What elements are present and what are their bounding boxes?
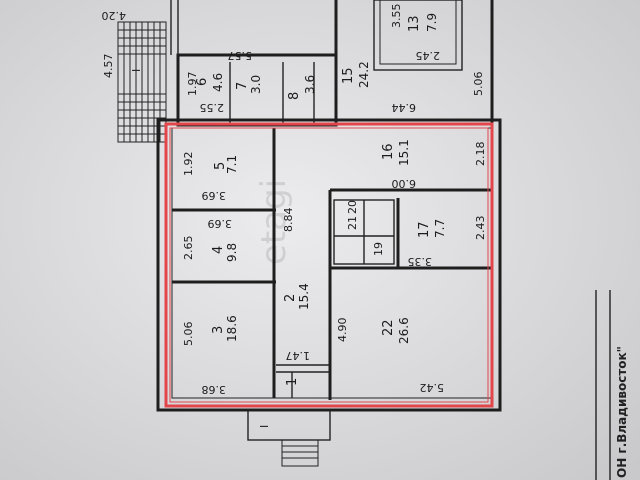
stair-top bbox=[117, 21, 167, 143]
dim-2-55: 2.55 bbox=[200, 101, 225, 114]
room-4-width: 3.69 bbox=[208, 217, 233, 230]
left-dimension: 4.57 bbox=[102, 54, 115, 79]
room-17-width: 3.35 bbox=[408, 255, 433, 268]
room-5-height: 1.92 bbox=[182, 152, 195, 177]
room-3-number: 3 bbox=[211, 326, 226, 334]
stamp-text: ОН г.Владивосток" bbox=[615, 346, 629, 478]
room-5-number: 5 bbox=[213, 162, 228, 170]
room-7-area: 3.0 bbox=[249, 75, 263, 94]
top-dimension: 4.20 bbox=[102, 9, 127, 22]
room-8-number: 8 bbox=[287, 92, 302, 100]
room-22-height: 4.90 bbox=[336, 318, 349, 343]
room-22-width: 5.42 bbox=[420, 381, 445, 394]
dim-5-57: 5.57 bbox=[228, 49, 253, 62]
room-2-height: 8.84 bbox=[282, 208, 295, 233]
stair-mark-bottom: I bbox=[258, 425, 271, 428]
room-4-number: 4 bbox=[211, 246, 226, 254]
room-1-width: 1.47 bbox=[286, 349, 311, 362]
apartment-walls bbox=[156, 118, 502, 412]
labels: 4.20 4.57 I I 5.57 1.97 6 4.6 2.55 7 3.0… bbox=[102, 4, 488, 429]
room-22-number: 22 bbox=[381, 319, 396, 336]
room-6-height: 1.97 bbox=[186, 72, 199, 97]
room-13-height: 3.55 bbox=[390, 4, 403, 29]
room-17-height: 2.43 bbox=[474, 216, 487, 241]
room-3-width: 3.68 bbox=[202, 383, 227, 396]
room-5-area: 7.1 bbox=[225, 155, 239, 174]
room-19-number: 19 bbox=[372, 242, 385, 256]
stair-mark-top: I bbox=[130, 69, 143, 72]
room-17-area: 7.7 bbox=[433, 219, 447, 238]
room-3-area: 18.6 bbox=[225, 315, 239, 342]
apartment-highlight-inner bbox=[169, 127, 489, 403]
room-1-number: 1 bbox=[285, 378, 300, 386]
room-4-height: 2.65 bbox=[182, 236, 195, 261]
room-15-number: 15 bbox=[341, 67, 356, 84]
room-13-width: 2.45 bbox=[416, 49, 441, 62]
stamp: ОН г.Владивосток" bbox=[595, 290, 629, 480]
room-7-number: 7 bbox=[235, 82, 250, 90]
room-16-area: 15.1 bbox=[397, 139, 411, 166]
room-2-number: 2 bbox=[283, 294, 298, 302]
dim-5-06-top: 5.06 bbox=[472, 72, 485, 97]
room-15-area: 24.2 bbox=[357, 61, 371, 88]
dim-6-44: 6.44 bbox=[392, 101, 417, 114]
room-5-width: 3.69 bbox=[202, 189, 227, 202]
room-20-number: 20 bbox=[346, 200, 359, 214]
room-6-area: 4.6 bbox=[211, 73, 225, 92]
room-16-number: 16 bbox=[381, 143, 396, 160]
room-3-height: 5.06 bbox=[182, 322, 195, 347]
room-13-area: 7.9 bbox=[425, 13, 439, 32]
room-16-width: 6.00 bbox=[392, 177, 417, 190]
apartment-highlight bbox=[164, 122, 494, 408]
room-21-number: 21 bbox=[346, 216, 359, 230]
room-17-number: 17 bbox=[417, 221, 432, 238]
room-4-area: 9.8 bbox=[225, 243, 239, 262]
room-22-area: 26.6 bbox=[397, 317, 411, 344]
watermark: etagi bbox=[254, 179, 294, 265]
room-13-number: 13 bbox=[407, 15, 422, 32]
room-6-number: 6 bbox=[195, 78, 210, 86]
room-2-area: 15.4 bbox=[297, 283, 311, 310]
room-16-height: 2.18 bbox=[474, 142, 487, 167]
room-8-area: 3.6 bbox=[303, 75, 317, 94]
stair-bottom bbox=[247, 409, 331, 467]
